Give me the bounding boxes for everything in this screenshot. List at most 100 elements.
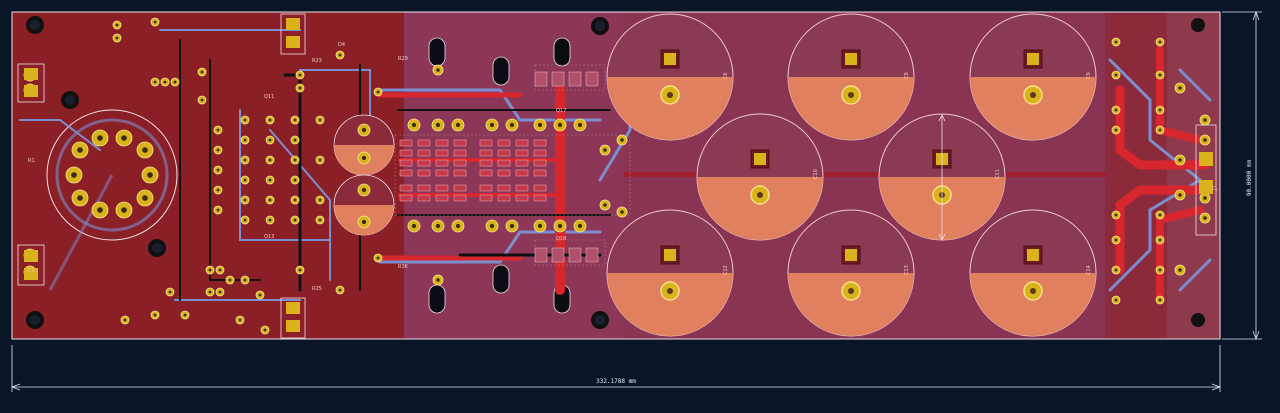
pad-drill — [298, 268, 302, 272]
pad-drill — [557, 122, 563, 128]
smd-resistor — [453, 184, 467, 192]
pad-drill — [620, 138, 624, 142]
pad-drill — [557, 223, 563, 229]
smd-resistor — [479, 159, 493, 167]
pad-drill — [115, 36, 119, 40]
smd-resistor — [435, 139, 449, 147]
smd-resistor — [497, 194, 511, 202]
smd-resistor — [453, 149, 467, 157]
pad-drill — [121, 207, 127, 213]
pad-drill — [620, 210, 624, 214]
tube-socket — [46, 109, 178, 291]
silk-misc-3: Q11 — [264, 94, 274, 100]
capacitor-label: C14 — [1086, 265, 1092, 275]
capacitor-label: C9 — [1086, 72, 1092, 79]
pad-drill — [435, 223, 441, 229]
smd-resistor — [453, 169, 467, 177]
smd-resistor-array — [399, 71, 599, 263]
smd-resistor — [399, 184, 413, 192]
smd-resistor-large — [534, 71, 548, 87]
pad-drill — [163, 80, 167, 84]
pad-drill — [258, 293, 262, 297]
pad-drill — [218, 290, 222, 294]
pad-drill — [1203, 216, 1207, 220]
heatsink-slots — [428, 37, 571, 314]
smd-resistor — [533, 139, 547, 147]
capacitor-c8: C8 — [787, 13, 915, 141]
pad-drill — [238, 318, 242, 322]
pad-drill — [577, 122, 583, 128]
smd-resistor-large — [551, 71, 565, 87]
pad-drill — [216, 168, 220, 172]
pad-drill — [603, 148, 607, 152]
pad-drill — [318, 218, 322, 222]
smd-resistor — [497, 169, 511, 177]
pad-drill — [1114, 128, 1118, 132]
capacitor-label: C8 — [904, 72, 910, 79]
silk-misc-4: Q13 — [264, 234, 274, 240]
capacitor-c6: C6 — [606, 13, 734, 141]
smd-resistor-large — [585, 71, 599, 87]
pad-drill — [338, 53, 342, 57]
pad-drill — [142, 147, 148, 153]
smd-resistor — [399, 139, 413, 147]
smd-resistor — [533, 159, 547, 167]
pad-drill — [243, 138, 247, 142]
mounting-holes — [26, 16, 1205, 329]
smd-resistor — [515, 149, 529, 157]
pad-drill — [121, 135, 127, 141]
smd-resistor — [435, 194, 449, 202]
capacitor-c13: C13 — [787, 209, 915, 337]
pad-drill — [1114, 108, 1118, 112]
output-stage-outlines — [394, 64, 631, 266]
pad-drill — [436, 68, 440, 72]
pad-drill — [603, 203, 607, 207]
pad-drill — [200, 70, 204, 74]
pad-drill — [228, 278, 232, 282]
silk-j1: J1 — [1212, 185, 1218, 191]
pad-drill — [455, 223, 461, 229]
silk-misc-2: D4 — [338, 42, 345, 48]
pad-drill — [1158, 213, 1162, 217]
smd-resistor — [497, 184, 511, 192]
pad-drill — [1158, 268, 1162, 272]
pad-drill — [268, 138, 272, 142]
pad-drill — [411, 223, 417, 229]
pad-drill — [1178, 268, 1182, 272]
smd-resistor — [497, 159, 511, 167]
smd-resistor — [417, 139, 431, 147]
smd-resistor — [533, 149, 547, 157]
smd-resistor — [515, 194, 529, 202]
pad-drill — [1158, 298, 1162, 302]
smd-resistor — [479, 169, 493, 177]
smd-resistor — [453, 159, 467, 167]
pad-drill — [455, 122, 461, 128]
pad-drill — [361, 187, 367, 193]
pad-drill — [243, 218, 247, 222]
smd-resistor-large — [585, 247, 599, 263]
pad-drill — [97, 207, 103, 213]
pad-drill — [1114, 268, 1118, 272]
smd-resistor — [435, 159, 449, 167]
dimension-height-label: 90.0000 mm — [1246, 160, 1253, 197]
pad-drill — [293, 138, 297, 142]
pad-drill — [147, 172, 153, 178]
pad-drill — [243, 178, 247, 182]
pad-drill — [1158, 128, 1162, 132]
pad-drill — [376, 256, 380, 260]
pad-drill — [153, 20, 157, 24]
pad-drill — [216, 128, 220, 132]
pad-drill — [489, 122, 495, 128]
pad-drill — [200, 98, 204, 102]
pad-drill — [263, 328, 267, 332]
smd-resistor — [417, 149, 431, 157]
dimension-width — [10, 345, 1222, 392]
pad-drill — [216, 148, 220, 152]
pad-drill — [1158, 73, 1162, 77]
pad-drill — [436, 278, 440, 282]
pad-drill — [1203, 196, 1207, 200]
capacitor-label: C12 — [723, 265, 729, 275]
silk-q18: Q18 — [556, 236, 566, 242]
